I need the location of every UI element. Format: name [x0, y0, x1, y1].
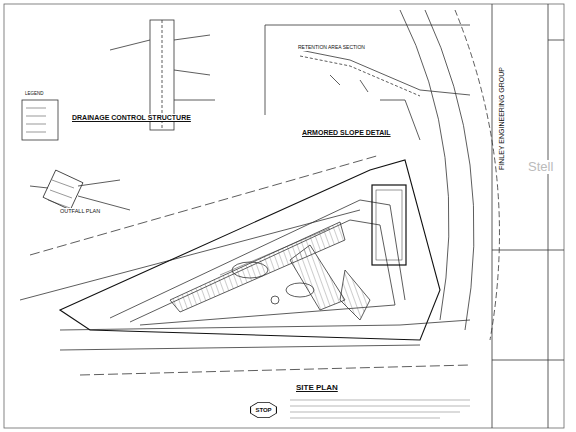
stop-sign: STOP [250, 402, 277, 418]
legend-heading: LEGEND [25, 92, 44, 97]
detail-title: DRAINAGE CONTROL STRUCTURE [72, 114, 191, 122]
watermark: Stell [528, 160, 553, 174]
detail-title: OUTFALL PLAN [60, 208, 100, 214]
drawing-title: SITE PLAN [296, 384, 338, 393]
title-block-text: FINLEY ENGINEERING GROUP [498, 67, 506, 170]
sign-text: STOP [250, 407, 277, 413]
detail-title: RETENTION AREA SECTION [298, 45, 365, 51]
detail-title: ARMORED SLOPE DETAIL [302, 129, 391, 137]
